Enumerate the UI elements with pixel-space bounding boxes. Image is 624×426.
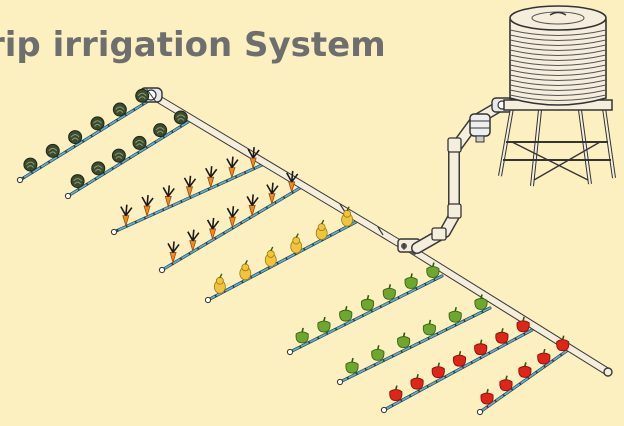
drip-line	[64, 120, 190, 200]
drip-line	[286, 274, 444, 356]
red-pepper-icon	[518, 362, 532, 378]
crop-row	[70, 110, 188, 189]
filter-icon	[469, 113, 491, 143]
red-pepper-icon	[495, 328, 509, 344]
cabbage-icon	[45, 143, 60, 158]
cabbage-icon	[135, 88, 150, 103]
crop-row	[345, 294, 488, 374]
pear-icon	[264, 246, 277, 267]
carrot-icon	[226, 206, 240, 229]
red-pepper-icon	[480, 388, 494, 405]
cabbage-icon	[132, 135, 147, 150]
crop-row	[167, 170, 299, 264]
carrot-icon	[206, 217, 220, 241]
red-pepper-icon	[452, 351, 467, 367]
green-pepper-icon	[426, 262, 440, 279]
green-pepper-icon	[360, 295, 375, 311]
green-pepper-icon	[397, 332, 411, 349]
pear-icon	[213, 273, 226, 294]
green-pepper-icon	[422, 319, 436, 336]
drip-line	[158, 186, 302, 274]
cabbage-icon	[91, 161, 106, 176]
cabbage-icon	[111, 148, 126, 163]
pear-icon	[239, 260, 252, 281]
cabbage-icon	[70, 174, 85, 189]
water-tank-icon	[498, 5, 616, 187]
red-pepper-icon	[499, 375, 513, 392]
crop-row	[120, 146, 260, 228]
drip-lines	[16, 98, 570, 416]
red-pepper-icon	[410, 373, 424, 390]
green-pepper-icon	[382, 284, 396, 300]
carrot-icon	[246, 194, 259, 217]
red-pepper-icon	[431, 362, 445, 379]
carrot-icon	[187, 229, 200, 253]
crops	[23, 88, 570, 405]
green-pepper-icon	[474, 294, 488, 310]
cabbage-icon	[23, 157, 38, 172]
carrot-icon	[167, 241, 180, 264]
drip-line	[336, 306, 492, 386]
cabbage-icon	[90, 116, 105, 131]
red-pepper-icon	[389, 385, 403, 402]
diagram-title: rip irrigation System	[0, 25, 386, 65]
crop-row	[23, 88, 150, 172]
green-pepper-icon	[339, 305, 353, 322]
cabbage-icon	[153, 123, 168, 138]
pear-icon	[341, 206, 354, 227]
carrot-icon	[141, 194, 154, 218]
cabbage-icon	[173, 110, 188, 125]
crop-row	[480, 335, 570, 405]
pear-icon	[315, 219, 328, 240]
cabbage-icon	[112, 102, 127, 117]
green-pepper-icon	[371, 345, 385, 361]
carrot-icon	[286, 170, 299, 194]
red-pepper-icon	[537, 348, 551, 365]
red-pepper-icon	[556, 335, 570, 352]
green-pepper-icon	[317, 316, 331, 333]
pear-icon	[290, 233, 303, 254]
green-pepper-icon	[345, 357, 359, 374]
drip-line	[476, 348, 570, 416]
green-pepper-icon	[448, 306, 462, 323]
crop-row	[213, 206, 354, 294]
crop-row	[389, 316, 530, 402]
upper-header-pipe	[146, 90, 406, 249]
drip-line	[380, 328, 534, 414]
red-pepper-icon	[474, 339, 488, 356]
drip-line	[204, 220, 358, 304]
lower-header-pipe	[408, 246, 613, 377]
carrot-icon	[120, 204, 133, 228]
drip-line	[16, 98, 152, 184]
carrot-icon	[183, 175, 197, 199]
carrot-icon	[162, 185, 175, 208]
cabbage-icon	[68, 130, 83, 145]
red-pepper-icon	[516, 316, 530, 333]
crop-row	[295, 262, 440, 344]
drip-line	[110, 163, 264, 236]
green-pepper-icon	[404, 273, 418, 289]
carrot-icon	[226, 156, 239, 180]
carrot-icon	[266, 182, 279, 206]
carrot-icon	[204, 166, 218, 189]
carrot-icon	[247, 146, 260, 170]
green-pepper-icon	[295, 327, 309, 344]
